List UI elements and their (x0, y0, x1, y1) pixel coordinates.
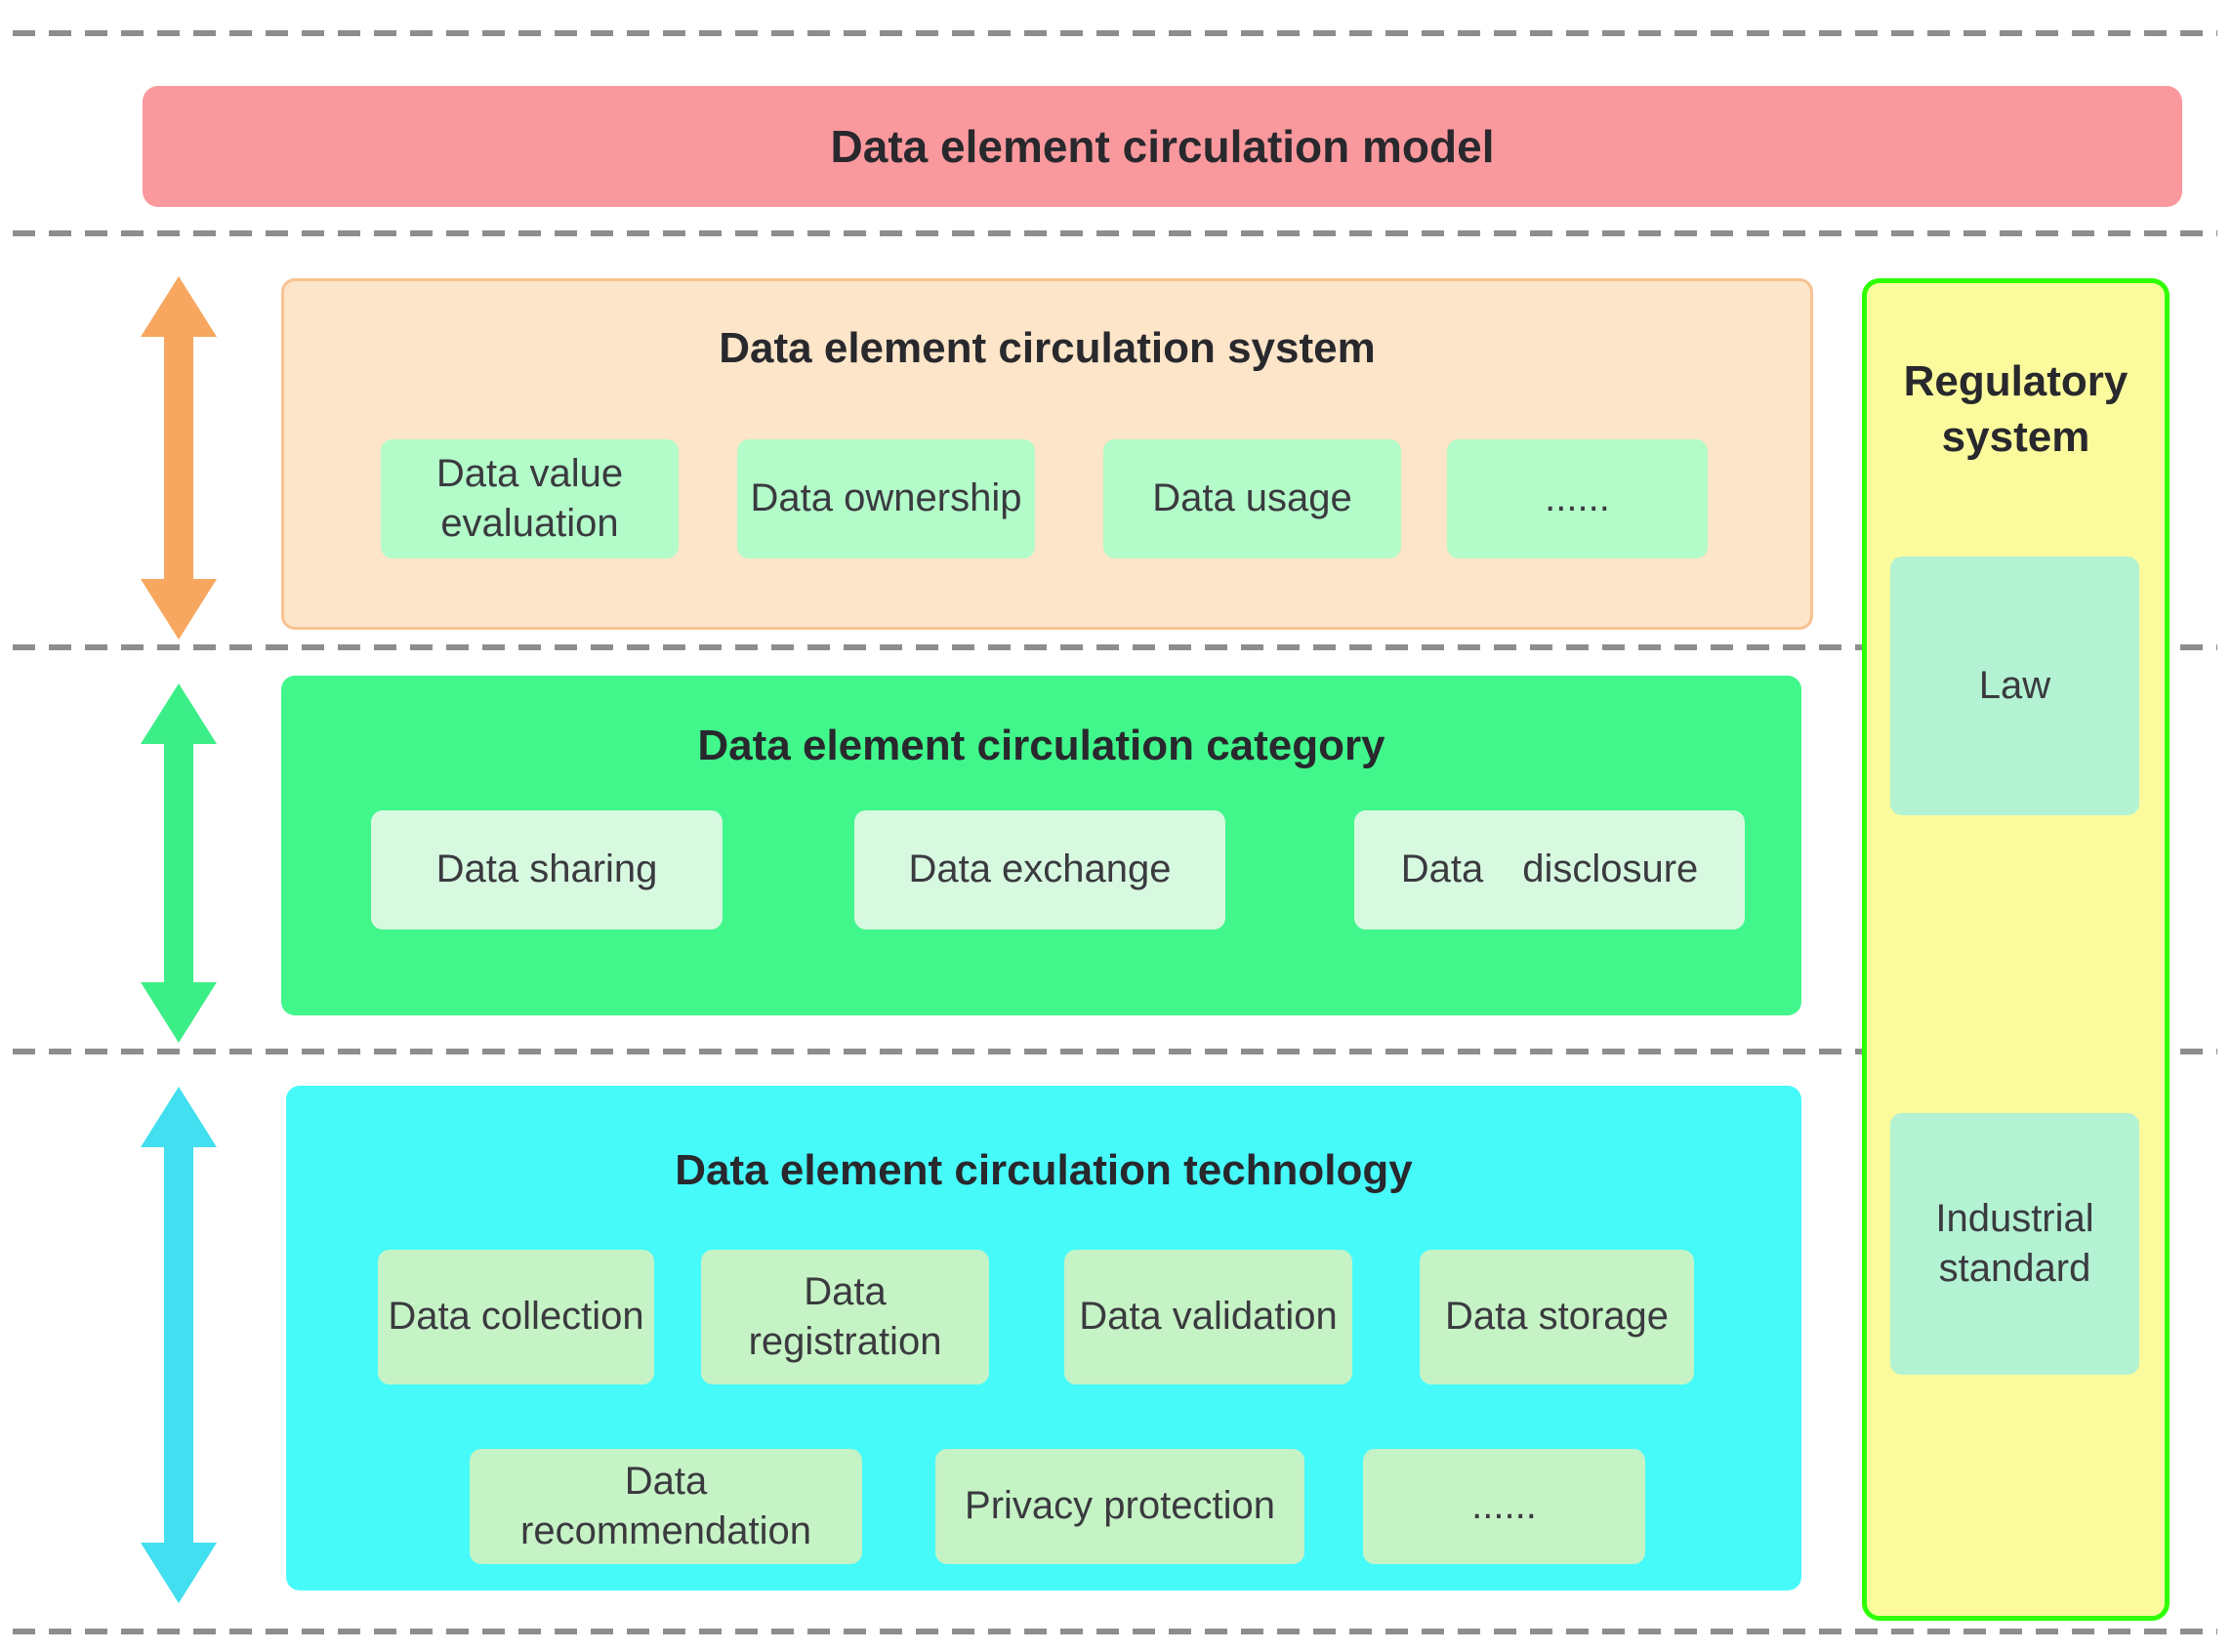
item-privacy-protection: Privacy protection (935, 1449, 1304, 1564)
system-section-title: Data element circulation system (719, 324, 1376, 372)
item-data-disclosure: Data disclosure (1354, 810, 1745, 929)
arrow-down-icon (141, 579, 217, 640)
page-title: Data element circulation model (830, 121, 1495, 172)
technology-section-title: Data element circulation technology (675, 1146, 1413, 1194)
system-level-arrow (140, 276, 218, 640)
divider-line (13, 1049, 2217, 1054)
item-data-sharing: Data sharing (371, 810, 723, 929)
item-ellipsis: ...... (1363, 1449, 1645, 1564)
arrow-up-icon (141, 683, 217, 744)
regulatory-section-title: Regulatory system (1903, 357, 2129, 462)
item-data-recommendation: Data recommendation (470, 1449, 862, 1564)
category-section: Data element circulation category Data s… (281, 676, 1801, 1015)
item-industrial-standard: Industrial standard (1890, 1113, 2139, 1375)
arrow-up-icon (141, 276, 217, 337)
item-data-collection: Data collection (378, 1250, 654, 1384)
item-law: Law (1890, 557, 2139, 815)
item-data-usage: Data usage (1103, 439, 1401, 558)
arrow-shaft (164, 329, 193, 587)
item-data-value-evaluation: Data value evaluation (381, 439, 679, 558)
item-data-storage: Data storage (1420, 1250, 1694, 1384)
arrow-shaft (164, 736, 193, 990)
header-box: Data element circulation model (143, 86, 2182, 207)
technology-section: Data element circulation technology Data… (286, 1086, 1801, 1590)
arrow-shaft (164, 1139, 193, 1550)
category-section-title: Data element circulation category (697, 722, 1385, 769)
divider-line (13, 644, 2217, 650)
divider-line (13, 1629, 2217, 1634)
arrow-up-icon (141, 1087, 217, 1147)
divider-line (13, 30, 2217, 36)
item-data-exchange: Data exchange (854, 810, 1225, 929)
item-data-validation: Data validation (1064, 1250, 1352, 1384)
regulatory-section: Regulatory system Law Industrial standar… (1862, 278, 2170, 1621)
divider-line (13, 230, 2217, 236)
arrow-down-icon (141, 982, 217, 1043)
category-level-arrow (140, 683, 218, 1043)
arrow-down-icon (141, 1543, 217, 1603)
system-section: Data element circulation system Data val… (281, 278, 1813, 630)
item-data-ownership: Data ownership (737, 439, 1035, 558)
item-ellipsis: ...... (1447, 439, 1708, 558)
technology-level-arrow (140, 1087, 218, 1603)
item-data-registration: Data registration (701, 1250, 989, 1384)
